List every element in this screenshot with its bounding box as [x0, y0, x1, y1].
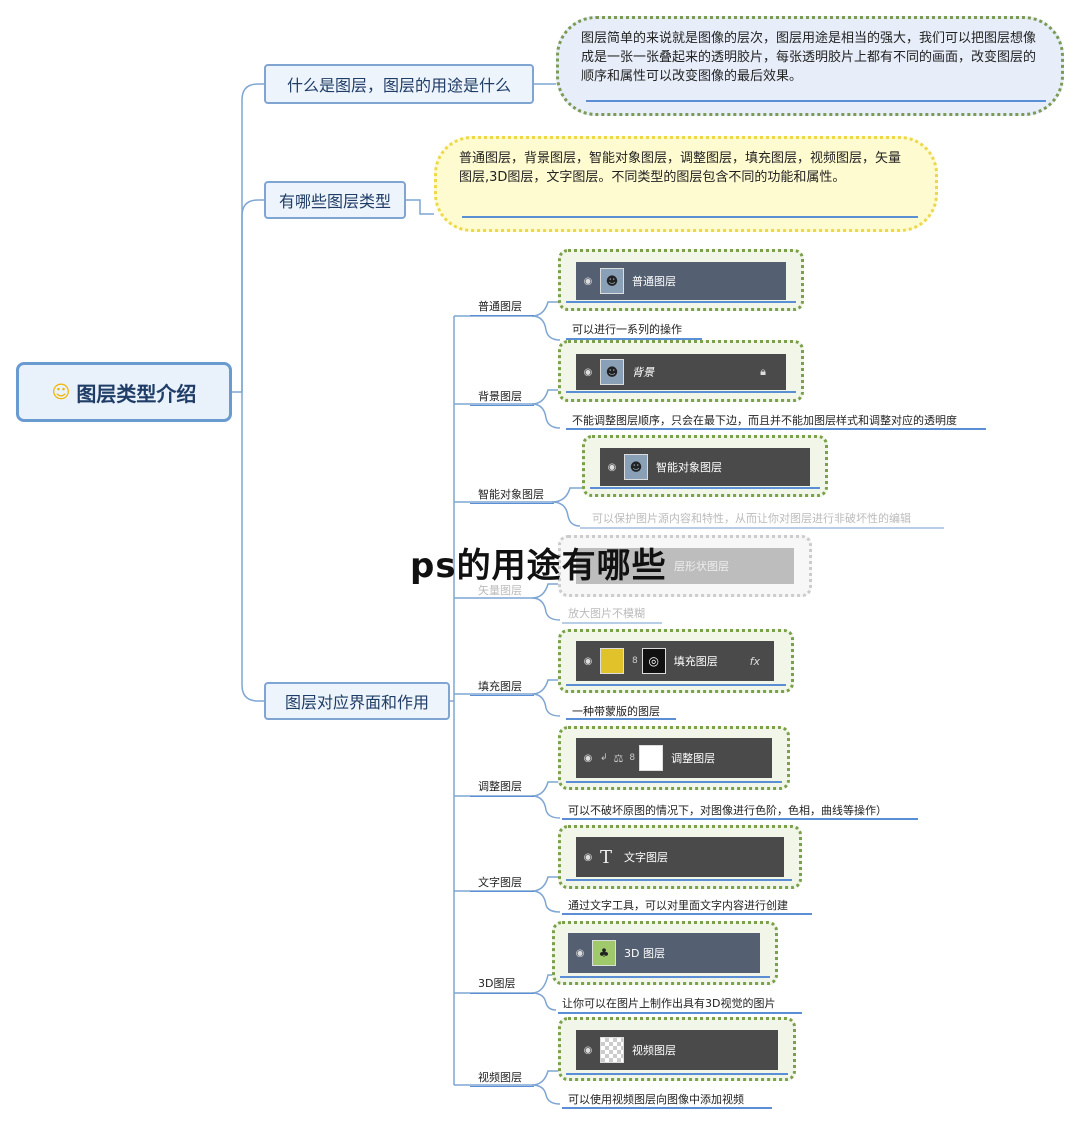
panel-smart[interactable]: ◉ ☻ 智能对象图层: [600, 448, 810, 486]
panel-underline: [566, 1073, 788, 1075]
eye-icon[interactable]: ◉: [583, 366, 593, 378]
mask-thumbnail-icon: [639, 745, 664, 771]
eye-icon[interactable]: ◉: [583, 275, 593, 287]
topic-label: 有哪些图层类型: [278, 192, 391, 211]
note-underline: [566, 428, 986, 430]
panel-3d[interactable]: ◉ ♣ 3D 图层: [568, 933, 760, 973]
root-label: 图层类型介绍: [76, 381, 197, 406]
panel-text[interactable]: ◉ T 文字图层: [576, 837, 784, 877]
smart-object-thumbnail-icon: ☻: [624, 454, 648, 480]
link-icon: 8: [632, 656, 638, 666]
layer-thumbnail-icon: ☻: [600, 268, 624, 294]
callout-definition: 图层简单的来说就是图像的层次，图层用途是相当的强大，我们可以把图层想像成是一张一…: [556, 16, 1064, 116]
label-underline: [470, 1086, 534, 1087]
eye-icon[interactable]: ◉: [583, 655, 593, 667]
panel-label: 智能对象图层: [656, 461, 722, 474]
balance-icon: ⚖: [613, 751, 624, 765]
layer-label-normal[interactable]: 普通图层: [478, 300, 522, 313]
label-underline: [470, 993, 534, 994]
eye-icon[interactable]: ◉: [607, 461, 617, 473]
mask-thumbnail-icon: ◎: [641, 648, 666, 674]
panel-vector[interactable]: 层形状图层: [576, 548, 794, 584]
layer-thumbnail-icon: ☻: [600, 359, 624, 385]
label-underline: [470, 695, 534, 696]
panel-underline: [566, 879, 792, 881]
layer-label-video[interactable]: 视频图层: [478, 1071, 522, 1084]
layer-label-3d[interactable]: 3D图层: [478, 977, 516, 990]
panel-adjust[interactable]: ◉ ↲ ⚖ 8 调整图层: [576, 738, 772, 778]
video-thumbnail-icon: [600, 1037, 624, 1063]
note-text: 通过文字工具，可以对里面文字内容进行创建: [568, 899, 788, 912]
note-underline: [562, 1107, 772, 1109]
layer-label-adjust[interactable]: 调整图层: [478, 780, 522, 793]
panel-underline: [566, 781, 782, 783]
label-underline: [470, 503, 554, 504]
topic-layer-types[interactable]: 有哪些图层类型: [264, 181, 406, 219]
fill-color-thumbnail-icon: [600, 648, 624, 674]
panel-label: 文字图层: [624, 851, 669, 864]
label-underline: [470, 891, 534, 892]
panel-label: 层形状图层: [674, 560, 729, 573]
note-underline: [558, 1012, 802, 1014]
panel-label: 普通图层: [632, 275, 676, 288]
layer-label-vector[interactable]: 矢量图层: [478, 584, 522, 597]
text-tool-icon: T: [600, 846, 613, 868]
eye-icon[interactable]: ◉: [575, 947, 585, 959]
panel-label: 视频图层: [632, 1044, 676, 1057]
note-underline: [562, 622, 662, 624]
note-underline: [566, 338, 702, 340]
note-smart: 可以保护图片源内容和特性，从而让你对图层进行非破坏性的编辑: [592, 512, 911, 525]
smiley-icon: ☺: [51, 381, 71, 403]
clip-icon: ↲: [600, 753, 608, 763]
note-background: 不能调整图层顺序，只会在最下边，而且并不能加图层样式和调整对应的透明度: [572, 414, 957, 427]
label-underline: [470, 405, 534, 406]
callout-underline: [462, 216, 918, 218]
panel-underline: [560, 976, 770, 978]
panel-fill[interactable]: ◉ 8 ◎ 填充图层 fx: [576, 641, 774, 681]
root-node[interactable]: ☺ 图层类型介绍: [16, 362, 232, 422]
note-fill: 一种带蒙版的图层: [572, 705, 660, 718]
topic-layer-ui[interactable]: 图层对应界面和作用: [264, 682, 450, 720]
panel-video[interactable]: ◉ 视频图层: [576, 1030, 778, 1070]
panel-label: 背景: [632, 366, 654, 379]
3d-thumbnail-icon: ♣: [592, 940, 616, 966]
note-underline: [562, 818, 918, 820]
panel-underline: [566, 391, 796, 393]
fx-icon: fx: [749, 654, 760, 668]
panel-underline: [590, 487, 820, 489]
lock-icon: 🔒︎: [760, 365, 766, 378]
callout-underline: [586, 100, 1046, 102]
note-underline: [562, 913, 812, 915]
note-normal: 可以进行一系列的操作: [572, 323, 682, 336]
callout-text: 图层简单的来说就是图像的层次，图层用途是相当的强大，我们可以把图层想像成是一张一…: [581, 31, 1037, 84]
topic-label: 图层对应界面和作用: [284, 693, 429, 712]
note-vector: 放大图片不模糊: [568, 607, 645, 620]
note-3d: 让你可以在图片上制作出具有3D视觉的图片: [562, 997, 776, 1010]
note-underline: [566, 718, 676, 720]
panel-background[interactable]: ◉ ☻ 背景 🔒︎: [576, 354, 786, 390]
layer-label-fill[interactable]: 填充图层: [478, 680, 522, 693]
panel-label: 填充图层: [673, 655, 718, 668]
layer-label-background[interactable]: 背景图层: [478, 390, 522, 403]
callout-text: 普通图层，背景图层，智能对象图层，调整图层，填充图层，视频图层，矢量图层,3D图…: [459, 151, 902, 185]
panel-label: 3D 图层: [624, 947, 665, 960]
panel-normal[interactable]: ◉ ☻ 普通图层: [576, 262, 786, 300]
eye-icon[interactable]: ◉: [583, 1044, 593, 1056]
layer-label-smart[interactable]: 智能对象图层: [478, 488, 544, 501]
note-underline: [580, 527, 944, 529]
layer-label-text[interactable]: 文字图层: [478, 876, 522, 889]
label-underline: [470, 315, 534, 316]
topic-what-is-layer[interactable]: 什么是图层，图层的用途是什么: [264, 64, 534, 104]
panel-underline: [566, 684, 786, 686]
label-underline: [470, 796, 534, 797]
topic-label: 什么是图层，图层的用途是什么: [286, 76, 511, 95]
watermark-title: ps的用途有哪些: [410, 546, 667, 586]
note-video: 可以使用视频图层向图像中添加视频: [568, 1093, 744, 1106]
eye-icon[interactable]: ◉: [583, 752, 593, 764]
panel-label: 调整图层: [671, 752, 716, 765]
eye-icon[interactable]: ◉: [583, 851, 593, 863]
panel-underline: [566, 301, 796, 303]
link-icon: 8: [629, 753, 636, 763]
note-adjust: 可以不破坏原图的情况下，对图像进行色阶，色相，曲线等操作）: [568, 804, 887, 817]
